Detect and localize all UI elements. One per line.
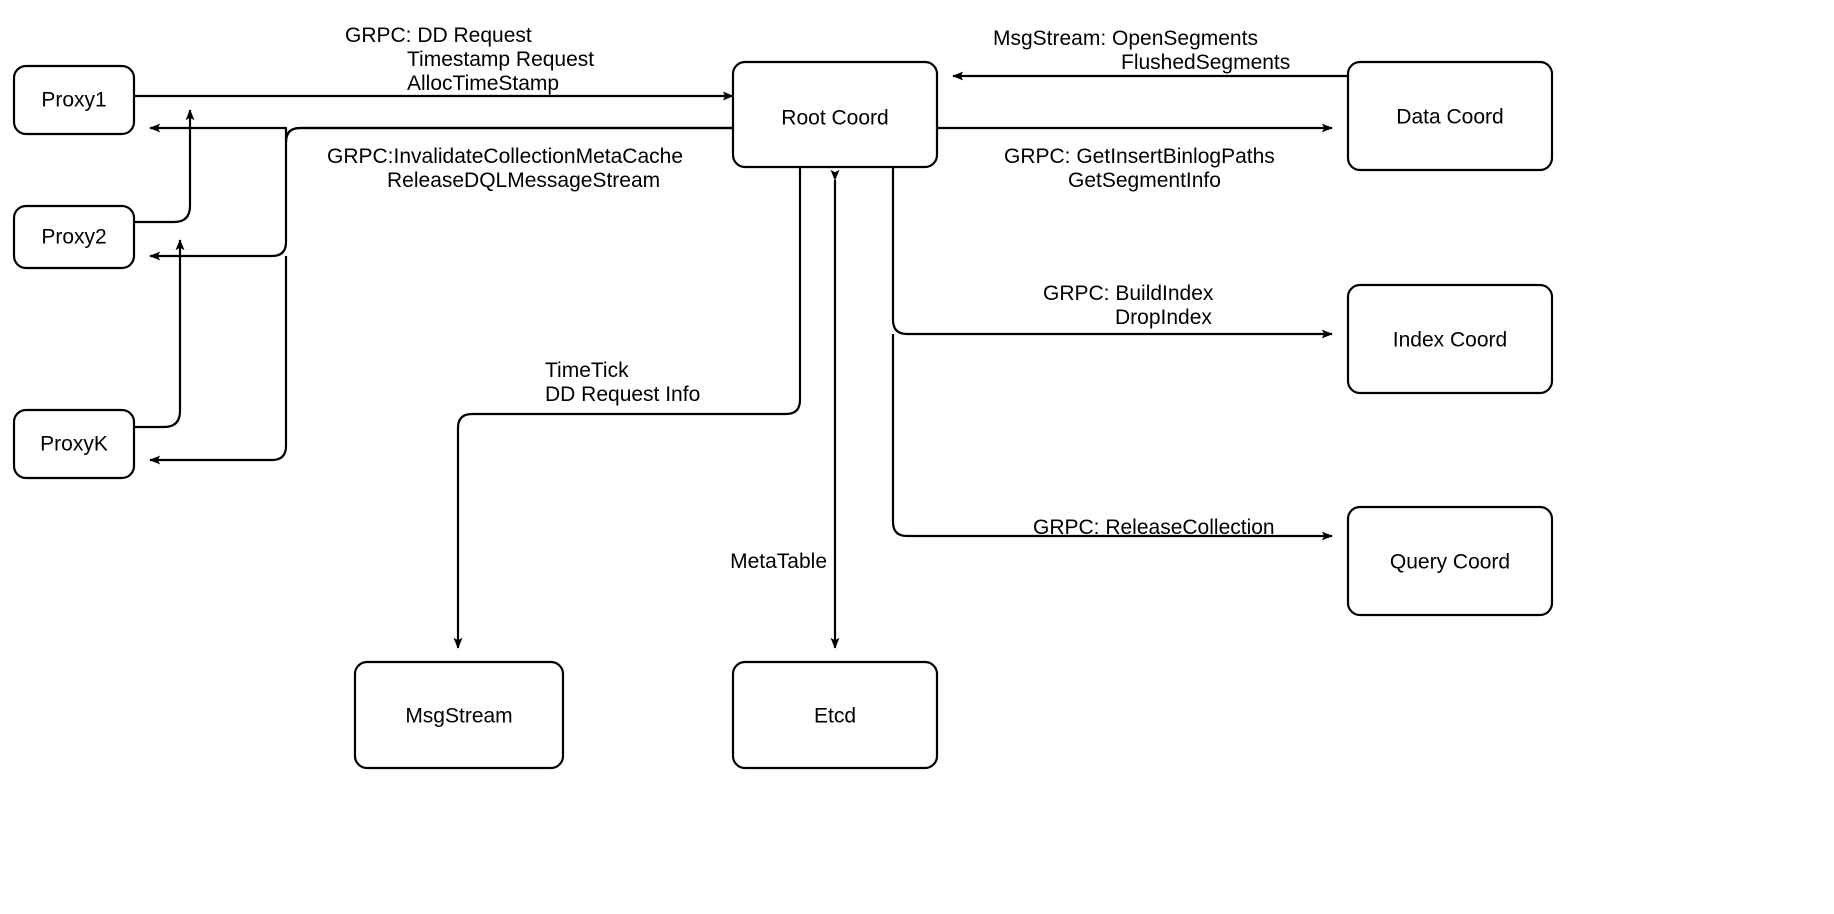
node-proxyk-shape[interactable] [12, 408, 136, 480]
node-data-coord[interactable]: Data Coord [1346, 60, 1554, 172]
edge-label-datacoord-to-root-line-2: FlushedSegments [1121, 51, 1290, 74]
edge-label-root-to-indexcoord: GRPC: BuildIndex DropIndex [1043, 282, 1214, 329]
edge-label-root-to-indexcoord-line-1: GRPC: BuildIndex [1043, 282, 1214, 305]
node-proxyk[interactable]: ProxyK [12, 408, 136, 480]
edge-label-root-to-datacoord-line-2: GetSegmentInfo [1068, 169, 1221, 192]
node-proxy1-shape[interactable] [12, 64, 136, 136]
edge-proxyk-to-rootcoord [134, 239, 185, 429]
edge-label-proxy-to-root-line-3: AllocTimeStamp [407, 72, 559, 95]
edge-label-root-to-querycoord: GRPC: ReleaseCollection [1033, 516, 1275, 539]
edge-rootcoord-to-querycoord [891, 334, 1333, 541]
node-data-coord-shape[interactable] [1346, 60, 1554, 172]
edge-labels-layer: GRPC: DD Request Timestamp Request Alloc… [327, 24, 1290, 573]
edge-label-root-to-msgstream-line-1: TimeTick [545, 359, 629, 382]
edge-label-proxy-to-root: GRPC: DD Request Timestamp Request Alloc… [345, 24, 594, 95]
node-query-coord-shape[interactable] [1346, 505, 1554, 617]
node-index-coord-shape[interactable] [1346, 283, 1554, 395]
edge-label-root-to-indexcoord-line-2: DropIndex [1115, 306, 1212, 329]
edges-layer [134, 71, 1348, 649]
edge-proxy2-to-rootcoord [134, 109, 195, 224]
edge-label-root-to-msgstream-line-2: DD Request Info [545, 383, 700, 406]
node-msgstream[interactable]: MsgStream [353, 660, 565, 770]
edge-label-root-to-proxy: GRPC:InvalidateCollectionMetaCache Relea… [327, 145, 683, 192]
edge-rootcoord-to-proxy2 [149, 126, 733, 261]
node-etcd-label: Etcd [814, 705, 856, 728]
nodes-layer: Proxy1 Proxy2 ProxyK Root Coord Data Coo… [12, 60, 1554, 770]
edge-label-root-to-datacoord-line-1: GRPC: GetInsertBinlogPaths [1004, 145, 1275, 168]
node-proxy1[interactable]: Proxy1 [12, 64, 136, 136]
node-msgstream-label: MsgStream [405, 705, 512, 728]
edge-label-proxy-to-root-line-2: Timestamp Request [407, 48, 594, 71]
edge-label-root-to-msgstream: TimeTick DD Request Info [545, 359, 700, 406]
node-root-coord[interactable]: Root Coord [731, 60, 939, 169]
edge-label-root-to-proxy-line-2: ReleaseDQLMessageStream [387, 169, 660, 192]
node-etcd[interactable]: Etcd [731, 660, 939, 770]
edge-label-root-to-proxy-line-1: GRPC:InvalidateCollectionMetaCache [327, 145, 683, 168]
edge-rootcoord-to-proxyk [149, 256, 288, 465]
node-proxy2-label: Proxy2 [41, 226, 106, 249]
edge-rootcoord-to-indexcoord [891, 167, 1333, 339]
edge-label-datacoord-to-root: MsgStream: OpenSegments FlushedSegments [993, 27, 1290, 74]
edge-label-root-to-etcd-line-1: MetaTable [730, 550, 827, 573]
node-data-coord-label: Data Coord [1396, 106, 1503, 129]
node-index-coord-label: Index Coord [1393, 329, 1507, 352]
node-root-coord-shape[interactable] [731, 60, 939, 169]
node-proxy2[interactable]: Proxy2 [12, 204, 136, 270]
node-etcd-shape[interactable] [731, 660, 939, 770]
edge-rootcoord-to-proxy1 [149, 123, 733, 144]
node-index-coord[interactable]: Index Coord [1346, 283, 1554, 395]
edge-label-root-to-etcd: MetaTable [730, 550, 827, 573]
edge-rootcoord-to-msgstream [453, 167, 802, 649]
edge-label-root-to-datacoord: GRPC: GetInsertBinlogPaths GetSegmentInf… [1004, 145, 1275, 192]
node-proxy1-label: Proxy1 [41, 89, 106, 112]
node-proxyk-label: ProxyK [40, 433, 108, 456]
edge-label-root-to-querycoord-line-1: GRPC: ReleaseCollection [1033, 516, 1275, 539]
node-query-coord[interactable]: Query Coord [1346, 505, 1554, 617]
edge-label-datacoord-to-root-line-1: MsgStream: OpenSegments [993, 27, 1258, 50]
node-query-coord-label: Query Coord [1390, 551, 1510, 574]
edge-label-proxy-to-root-line-1: GRPC: DD Request [345, 24, 532, 47]
node-msgstream-shape[interactable] [353, 660, 565, 770]
node-root-coord-label: Root Coord [781, 107, 888, 130]
node-proxy2-shape[interactable] [12, 204, 136, 270]
